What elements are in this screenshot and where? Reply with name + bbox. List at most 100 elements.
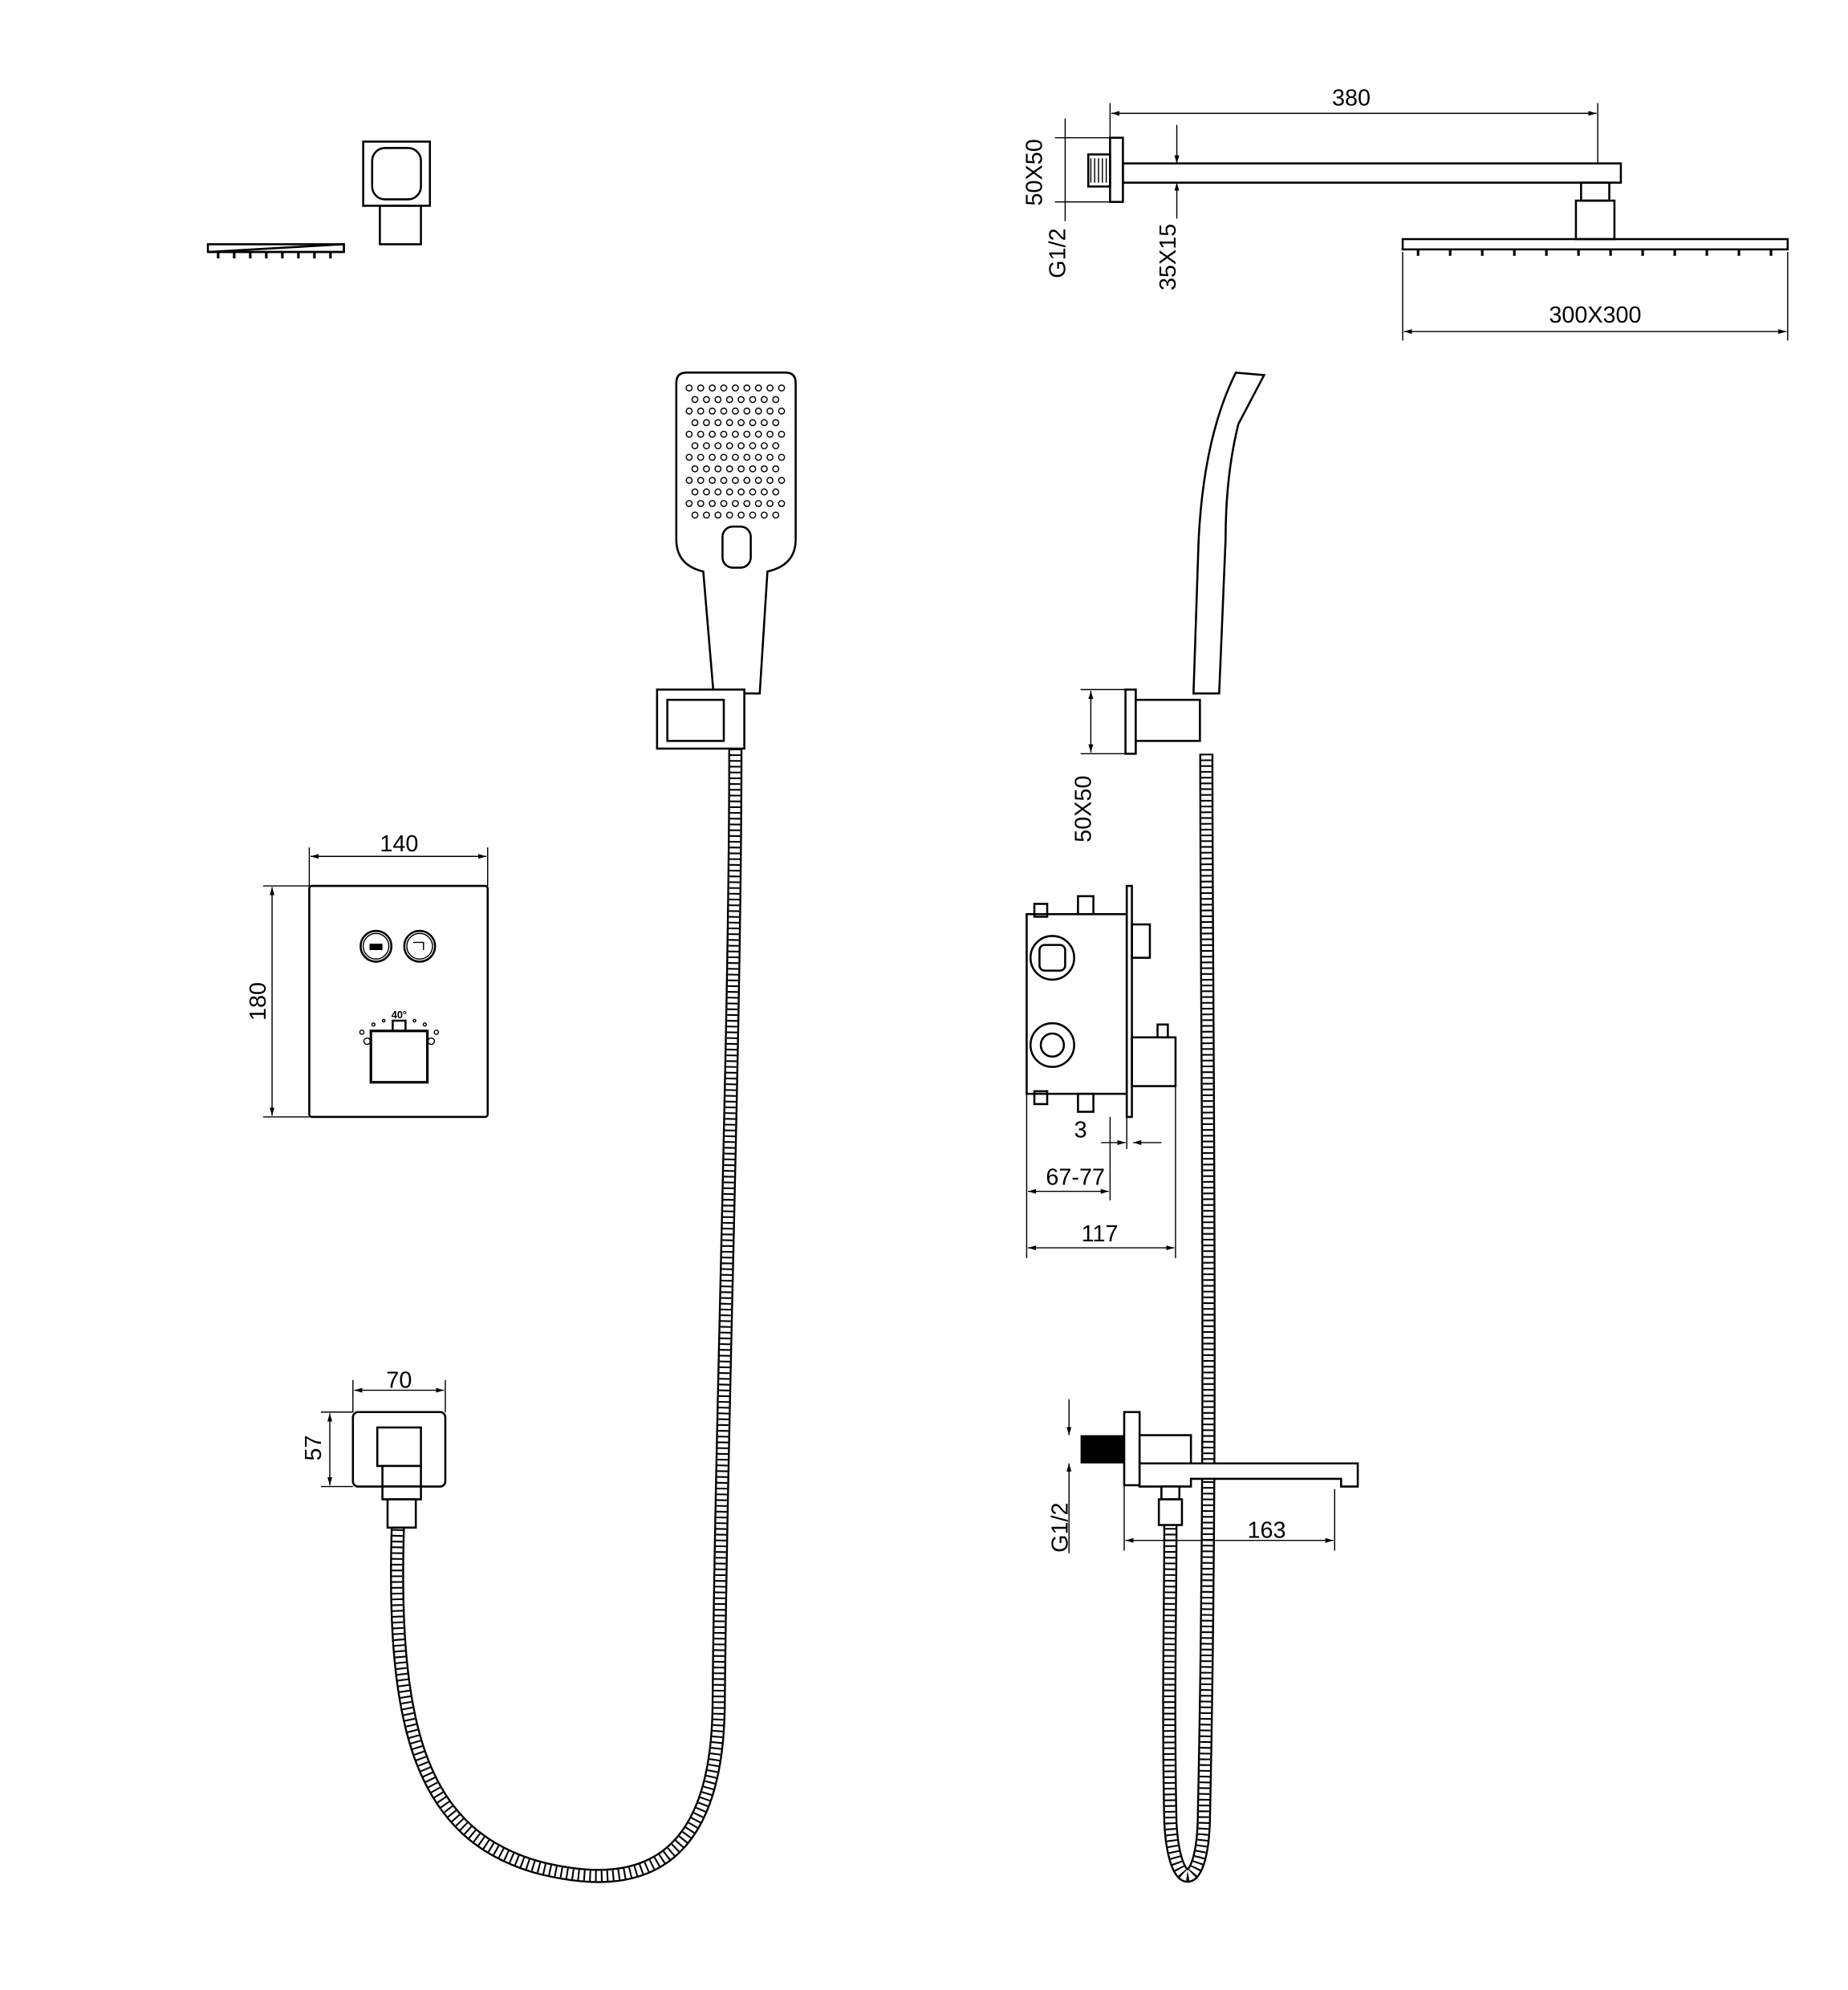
spray-nozzle xyxy=(714,419,722,427)
spray-nozzle xyxy=(754,430,762,438)
spray-nozzle xyxy=(749,465,757,473)
spray-nozzle xyxy=(743,453,751,461)
spray-nozzle xyxy=(703,511,710,519)
hose-ridges xyxy=(392,748,741,1882)
spray-nozzle xyxy=(778,430,786,438)
dimension-arm-length: 380 xyxy=(1109,86,1598,164)
spray-nozzle xyxy=(703,396,710,404)
spray-nozzle xyxy=(685,384,693,392)
spray-nozzle xyxy=(703,465,710,473)
dim-label: G1/2 xyxy=(1048,1503,1074,1553)
dim-label: 35X15 xyxy=(1156,224,1181,290)
spray-nozzle xyxy=(685,430,693,438)
spray-nozzle xyxy=(685,500,693,507)
spray-nozzle xyxy=(720,430,728,438)
spray-nozzle xyxy=(732,500,739,507)
hose-ridges xyxy=(1164,753,1214,1881)
spray-nozzle xyxy=(737,511,745,519)
spray-nozzle xyxy=(685,453,693,461)
spray-nozzle xyxy=(725,465,733,473)
spray-nozzle xyxy=(725,396,733,404)
spray-nozzle xyxy=(743,407,751,415)
spray-nozzle xyxy=(714,442,722,449)
spray-nozzle xyxy=(703,442,710,449)
spray-nozzle xyxy=(714,465,722,473)
spray-nozzle xyxy=(691,396,699,404)
dimension-valve: 3 67-77 117 xyxy=(1026,1086,1176,1258)
spray-nozzle xyxy=(772,465,780,473)
dim-label: 50X50 xyxy=(1070,776,1096,843)
spray-nozzle xyxy=(760,442,768,449)
spray-nozzle xyxy=(725,488,733,496)
spray-nozzle xyxy=(766,430,774,438)
concealed-valve-body xyxy=(1026,884,1177,1119)
spray-nozzle xyxy=(709,500,717,507)
spray-nozzle xyxy=(766,407,774,415)
spray-nozzle xyxy=(697,384,705,392)
spray-nozzle xyxy=(697,407,705,415)
spray-nozzle xyxy=(772,488,780,496)
spray-nozzle xyxy=(737,442,745,449)
nozzle-row xyxy=(217,252,332,258)
dimension-arm-flange: 50X50 G1/2 xyxy=(1022,118,1111,278)
spray-nozzle xyxy=(714,488,722,496)
spray-nozzle xyxy=(760,419,768,427)
hose-outline xyxy=(390,748,743,1883)
spray-nozzle xyxy=(685,477,693,485)
spray-nozzle xyxy=(732,407,739,415)
spray-nozzle xyxy=(732,477,739,485)
spray-nozzle xyxy=(720,384,728,392)
dim-label: 380 xyxy=(1332,86,1371,112)
hand-shower-front-view xyxy=(656,372,797,750)
spray-nozzle xyxy=(720,477,728,485)
spray-nozzle xyxy=(754,477,762,485)
spray-nozzle xyxy=(725,442,733,449)
spray-nozzle xyxy=(749,419,757,427)
spray-nozzle xyxy=(732,453,739,461)
spray-nozzle xyxy=(766,453,774,461)
spray-nozzle xyxy=(760,465,768,473)
dim-label: 300X300 xyxy=(1549,303,1641,328)
dim-label: 180 xyxy=(246,982,271,1021)
spray-nozzle xyxy=(778,477,786,485)
spray-nozzle xyxy=(743,500,751,507)
spray-nozzle xyxy=(703,419,710,427)
spray-nozzle xyxy=(697,453,705,461)
spray-nozzle xyxy=(766,500,774,507)
spray-nozzle xyxy=(737,488,745,496)
spray-nozzle xyxy=(754,407,762,415)
wall-outlet-elbow xyxy=(351,1411,447,1529)
spray-nozzle xyxy=(697,430,705,438)
dim-label: G1/2 xyxy=(1045,228,1070,278)
spray-nozzle xyxy=(709,384,717,392)
spray-nozzle xyxy=(732,430,739,438)
dimension-arm-section: 35X15 xyxy=(1156,124,1181,290)
dimension-head-size: 300X300 xyxy=(1402,252,1789,341)
temperature-label: 40° xyxy=(392,1009,407,1021)
dim-label: 50X50 xyxy=(1022,139,1048,205)
tub-spout-side-view xyxy=(1080,1411,1359,1526)
spray-nozzle xyxy=(754,453,762,461)
spray-nozzle xyxy=(691,419,699,427)
spray-nozzle xyxy=(760,511,768,519)
hand-shower-side-view: 50X50 xyxy=(1070,371,1266,843)
spray-nozzle xyxy=(709,453,717,461)
spray-nozzles xyxy=(685,384,786,519)
spray-nozzle xyxy=(760,488,768,496)
spray-nozzle xyxy=(778,500,786,507)
spray-nozzle xyxy=(709,407,717,415)
spray-nozzle xyxy=(725,419,733,427)
spray-nozzle xyxy=(754,500,762,507)
spray-nozzle xyxy=(714,396,722,404)
nozzle-row xyxy=(1416,249,1773,256)
thermostatic-control-panel: 40° xyxy=(308,884,489,1119)
spray-nozzle xyxy=(778,453,786,461)
spray-nozzle xyxy=(766,384,774,392)
spray-nozzle xyxy=(772,396,780,404)
dim-label: 3 xyxy=(1074,1118,1087,1143)
dim-label: 117 xyxy=(1082,1221,1119,1247)
spray-nozzle xyxy=(749,488,757,496)
dim-label: 163 xyxy=(1248,1518,1286,1544)
shower-arm-side-view xyxy=(1086,136,1789,256)
